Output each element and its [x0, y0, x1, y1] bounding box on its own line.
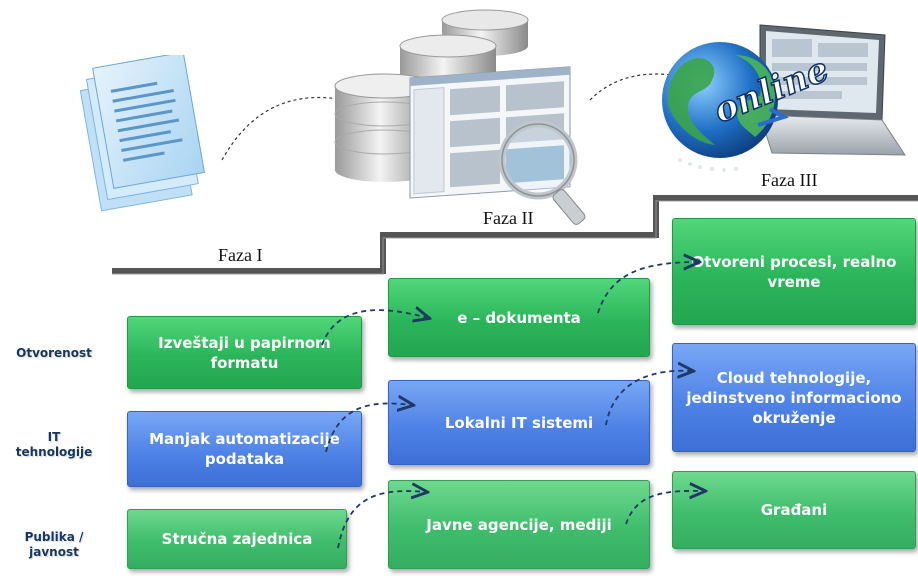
- box-javne-agencije: Javne agencije, mediji: [388, 480, 650, 569]
- box-lokalni-it-sistemi: Lokalni IT sistemi: [388, 380, 650, 465]
- box-izvestaji: Izveštaji u papirnom formatu: [127, 316, 362, 389]
- row-label-publika: Publika / javnost: [24, 530, 84, 559]
- box-strucna-zajednica: Stručna zajednica: [127, 509, 347, 569]
- globe-icon: online: [662, 24, 906, 172]
- phase-1-label: Faza I: [218, 245, 263, 265]
- box-gradjani: Građani: [672, 471, 916, 549]
- row-label-it-tehnologije: IT tehnologije: [15, 430, 93, 459]
- box-manjak-automatizacije: Manjak automatizacije podataka: [127, 411, 362, 487]
- box-e-dokumenta: e – dokumenta: [388, 278, 650, 357]
- phase-2-label: Faza II: [483, 208, 534, 228]
- database-icon: [334, 9, 586, 225]
- magnifier-icon: [498, 120, 586, 225]
- phase-3-label: Faza III: [761, 170, 818, 190]
- laptop-icon: [759, 24, 906, 156]
- documents-icon: [79, 55, 205, 212]
- box-cloud-tehnologije: Cloud tehnologije, jedinstveno informaci…: [672, 343, 916, 452]
- box-otvoreni-procesi: Otvoreni procesi, realno vreme: [672, 218, 916, 325]
- row-label-otvorenost: Otvorenost: [16, 346, 92, 360]
